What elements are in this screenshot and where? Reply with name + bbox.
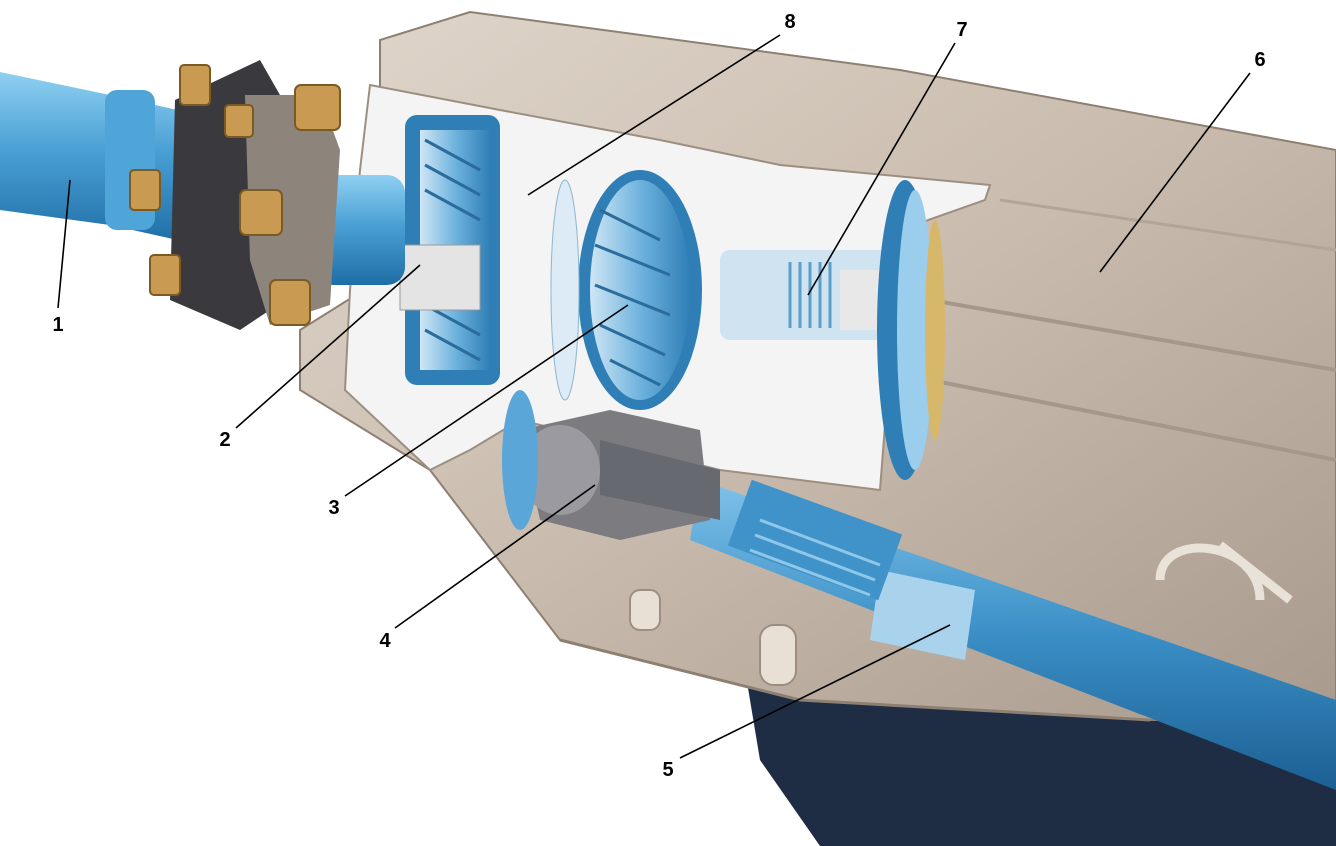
leader-line-7 (807, 42, 956, 296)
rear-output-shaft (690, 479, 1336, 790)
front-propeller-shaft (0, 72, 200, 245)
callout-2: 2 (219, 429, 231, 451)
callout-4: 4 (379, 630, 391, 652)
callout-7: 7 (956, 19, 968, 41)
mount-lug (629, 589, 797, 686)
callout-3: 3 (328, 497, 340, 519)
callout-8: 8 (784, 11, 796, 33)
universal-joint (502, 390, 720, 540)
leader-line-1 (57, 179, 71, 309)
leader-lines (57, 34, 1251, 759)
helical-ring-gear (550, 170, 702, 410)
flex-disc-coupling (129, 60, 341, 330)
clutch-pack (877, 180, 945, 480)
input-shaft-stub (315, 175, 405, 285)
housing-rib (999, 198, 1336, 252)
callout-1: 1 (52, 314, 64, 336)
leader-line-8 (527, 34, 781, 196)
housing-rib (559, 638, 1151, 722)
housing-rib (929, 298, 1336, 372)
pinion-gear-assembly (399, 115, 500, 385)
leader-line-3 (344, 304, 629, 497)
leader-line-2 (235, 264, 421, 429)
leader-line-6 (1099, 72, 1251, 273)
callout-6: 6 (1254, 49, 1266, 71)
splined-output-coupling (720, 250, 890, 340)
callout-5: 5 (662, 759, 674, 781)
leader-line-4 (394, 484, 596, 629)
harness-clip (1155, 541, 1293, 604)
leader-line-5 (679, 624, 951, 759)
housing-rib (929, 378, 1336, 462)
